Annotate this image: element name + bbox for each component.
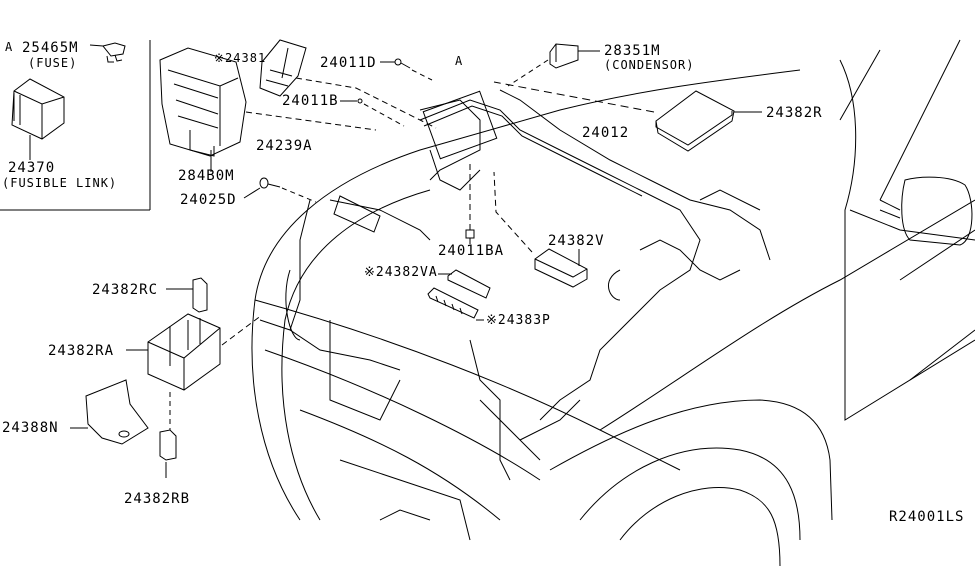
- part-label-24370[interactable]: 24370: [8, 160, 56, 176]
- part-label-24382VA[interactable]: ※24382VA: [364, 265, 438, 280]
- part-label-25465M[interactable]: 25465M: [22, 40, 79, 56]
- part-name-fuse: (FUSE): [28, 56, 78, 70]
- part-label-24239A[interactable]: 24239A: [256, 138, 313, 154]
- inset-frame: [0, 40, 150, 210]
- relay-24381-icon: [260, 40, 436, 128]
- figure-code: R24001LS: [889, 509, 965, 525]
- control-unit-24382R-icon: [494, 82, 762, 151]
- part-label-28351M[interactable]: 28351M: [604, 43, 661, 59]
- condensor-icon: [508, 44, 600, 86]
- part-label-24011BA[interactable]: 24011BA: [438, 243, 505, 259]
- bracket-24382VA-icon: [438, 270, 490, 298]
- part-label-24012[interactable]: 24012: [582, 125, 630, 141]
- part-label-24382R[interactable]: 24382R: [766, 105, 823, 121]
- ref-marker-a: A: [455, 54, 464, 68]
- bolt-24025D-icon: [244, 178, 316, 202]
- plate-24388N-icon: [70, 380, 148, 444]
- fuse-icon: [90, 43, 125, 62]
- part-label-24382RC[interactable]: 24382RC: [92, 282, 159, 298]
- part-label-24011B[interactable]: 24011B: [282, 93, 339, 109]
- part-label-24025D[interactable]: 24025D: [180, 192, 237, 208]
- bracket-24382RA-icon: [126, 314, 262, 390]
- vehicle-body-outline: [252, 40, 975, 566]
- relay-box-icon: [160, 48, 376, 172]
- nut-24011BA-icon: [466, 160, 474, 244]
- inset-ref-letter: A: [5, 40, 14, 54]
- fusible-link-icon: [12, 79, 64, 160]
- part-label-24382V[interactable]: 24382V: [548, 233, 605, 249]
- part-label-24388N[interactable]: 24388N: [2, 420, 59, 436]
- cover-24382RB-icon: [160, 392, 176, 478]
- part-label-284B0M[interactable]: 284B0M: [178, 168, 235, 184]
- cover-24382RC-icon: [166, 278, 207, 312]
- part-name-condensor: (CONDENSOR): [604, 58, 695, 72]
- wiring-harness: [260, 90, 770, 480]
- part-label-24382RB[interactable]: 24382RB: [124, 491, 191, 507]
- bolt-24011B-icon: [340, 99, 404, 126]
- part-label-24381[interactable]: ※24381: [214, 51, 267, 65]
- bolt-24011D-icon: [380, 59, 432, 80]
- part-name-fusible-link: (FUSIBLE LINK): [2, 176, 118, 190]
- part-label-24383P[interactable]: ※24383P: [486, 313, 551, 328]
- part-label-24382RA[interactable]: 24382RA: [48, 343, 115, 359]
- part-label-24011D[interactable]: 24011D: [320, 55, 377, 71]
- control-unit-24382V-icon: [494, 172, 587, 287]
- relay-24383P-icon: [428, 288, 484, 320]
